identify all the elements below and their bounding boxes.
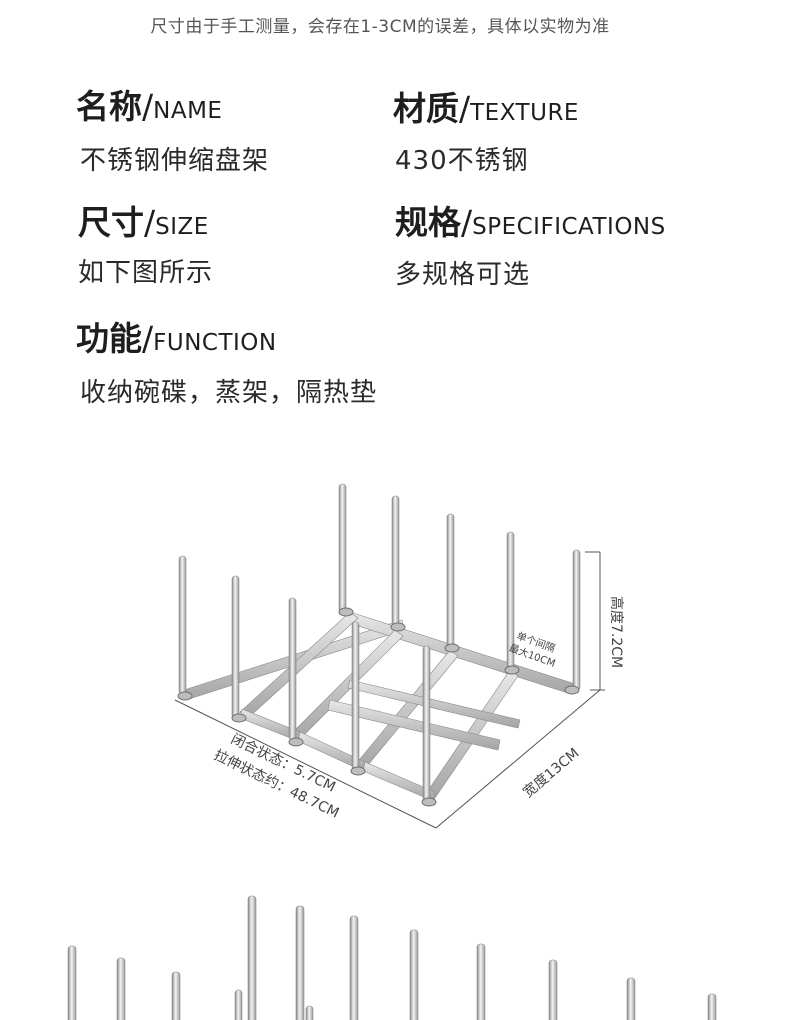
specifications-label-cn: 规格 <box>395 203 461 242</box>
steel-rods <box>178 483 581 803</box>
height-dimension: 高度7.2CM <box>608 596 625 668</box>
texture-label-cn: 材质 <box>393 89 459 128</box>
specifications-label: 规格/SPECIFICATIONS <box>395 196 666 244</box>
second-product-image <box>67 895 717 1020</box>
function-label: 功能/FUNCTION <box>76 312 277 360</box>
width-dimension: 宽度13CM <box>520 745 583 802</box>
scissor-links <box>239 611 521 802</box>
spacing-dimension: 单个间隔 最大10CM <box>507 629 557 670</box>
size-label-sep: / <box>144 203 156 242</box>
product-figure: 高度7.2CM 单个间隔 最大10CM 宽度13CM 闭合状态：5.7CM 拉伸… <box>67 483 717 1020</box>
specifications-value: 多规格可选 <box>395 260 531 290</box>
texture-label: 材质/TEXTURE <box>393 82 579 130</box>
name-label-cn: 名称 <box>76 87 142 126</box>
texture-label-sep: / <box>459 89 471 128</box>
rivets <box>177 607 580 807</box>
size-label-cn: 尺寸 <box>78 203 144 242</box>
size-label: 尺寸/SIZE <box>78 196 209 244</box>
name-label: 名称/NAME <box>76 80 222 128</box>
specifications-label-sep: / <box>461 203 473 242</box>
size-value: 如下图所示 <box>78 258 214 288</box>
texture-value: 430不锈钢 <box>395 146 529 176</box>
texture-label-en: TEXTURE <box>470 100 579 126</box>
name-value: 不锈钢伸缩盘架 <box>80 146 270 176</box>
measurement-note: 尺寸由于手工测量，会存在1-3CM的误差，具体以实物为准 <box>150 17 610 37</box>
dimension-lines <box>174 551 605 829</box>
function-label-sep: / <box>142 319 154 358</box>
function-label-cn: 功能 <box>76 319 142 358</box>
name-label-en: NAME <box>153 98 223 124</box>
specifications-label-en: SPECIFICATIONS <box>472 214 666 240</box>
function-value: 收纳碗碟，蒸架，隔热垫 <box>80 378 378 408</box>
function-label-en: FUNCTION <box>153 330 277 356</box>
name-label-sep: / <box>142 87 154 126</box>
size-label-en: SIZE <box>155 214 209 240</box>
